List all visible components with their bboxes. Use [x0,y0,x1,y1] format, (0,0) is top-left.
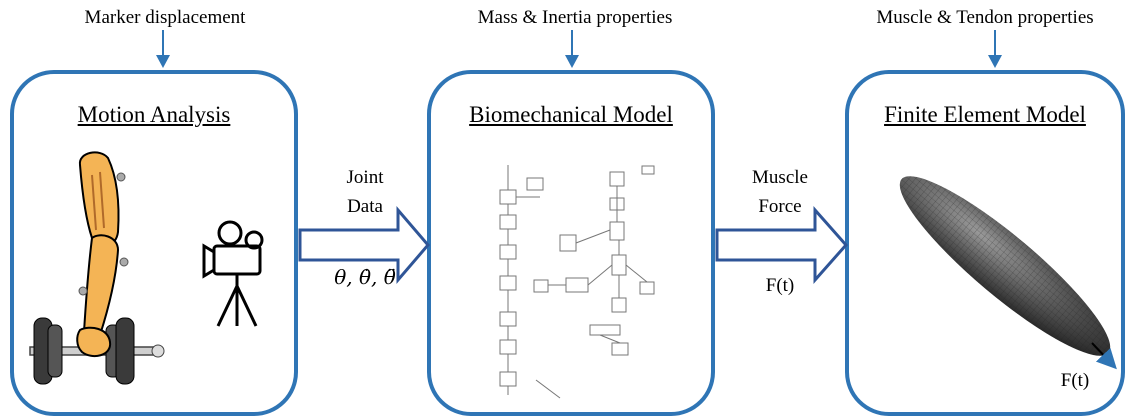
motion-analysis-title: Motion Analysis [77,102,231,127]
fe-force-label: F(t) [1060,370,1090,391]
data-label: Data [347,196,383,217]
input-label-fe: Muscle & Tendon properties [876,7,1094,28]
biomechanical-model-title: Biomechanical Model [469,102,673,127]
muscle-label: Muscle [752,167,808,188]
input-arrow-motion [156,30,170,68]
force-label: Force [758,196,802,217]
block-diagram-illustration [499,165,655,399]
input-label-bio: Mass & Inertia properties [477,7,673,28]
joint-data-arrow [298,205,430,285]
input-arrow-bio [565,30,579,68]
finite-element-model-title: Finite Element Model [884,102,1086,127]
input-label-motion: Marker displacement [84,7,246,28]
joint-label: Joint [346,167,384,188]
arm-dumbbell-illustration [29,151,165,385]
fe-muscle-illustration [899,176,1117,370]
muscle-force-formula: F(t) [765,275,795,296]
joint-formula: θ, θ̇, θ̈ [334,265,396,289]
muscle-force-arrow [715,206,849,284]
input-arrow-fe [988,30,1002,68]
camera-icon [202,220,264,327]
